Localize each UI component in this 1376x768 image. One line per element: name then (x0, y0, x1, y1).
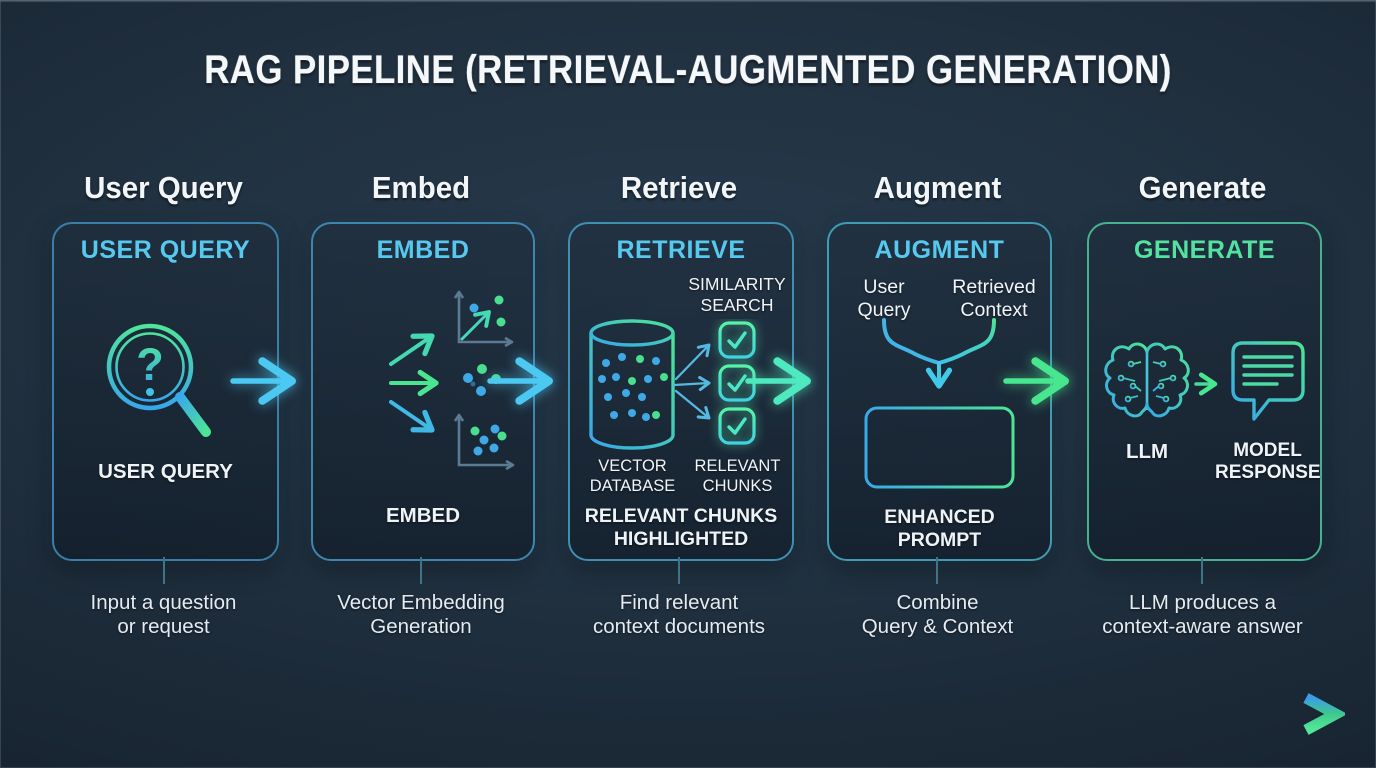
connector-generate (1201, 557, 1203, 584)
card-embed: EMBED (311, 222, 535, 561)
stage-heading-embed: Embed (371, 170, 471, 205)
description-retrieve: Find relevant context documents (592, 591, 766, 639)
stage-heading-retrieve: Retrieve (620, 170, 738, 205)
chevron-right-logo (1303, 693, 1345, 735)
card-title-generate: GENERATE (1133, 236, 1276, 264)
description-user-query: Input a question or request (90, 591, 237, 639)
vector-database-label: VECTOR DATABASE (589, 457, 676, 496)
card-user-query: USER QUERY ? USER QUERY (52, 222, 279, 561)
checked-chunks-glyph (718, 321, 756, 445)
arrow-user-query-to-embed (230, 357, 296, 405)
augment-retrieved-context-label: Retrieved Context (952, 276, 1036, 322)
speech-bubble-icon (1231, 341, 1305, 421)
connector-embed (420, 557, 422, 584)
brain-circuit-icon (1104, 342, 1190, 418)
connector-user-query (163, 557, 165, 584)
stage-heading-augment: Augment (873, 170, 1002, 205)
card-title-user-query: USER QUERY (80, 236, 251, 264)
description-generate: LLM produces a context-aware answer (1102, 591, 1303, 639)
scatter-plot-bottom (453, 413, 515, 471)
relevant-chunks-label: RELEVANT CHUNKS (694, 457, 781, 496)
enhanced-prompt-icon (864, 406, 1015, 489)
stage-heading-generate: Generate (1138, 170, 1267, 205)
text-to-vectors-icon (331, 290, 515, 471)
arrow-embed-to-retrieve (487, 357, 553, 405)
merge-arrows-icon (882, 318, 996, 389)
card-title-augment: AUGMENT (874, 236, 1005, 264)
augment-user-query-label: User Query (857, 276, 911, 322)
retrieve-icon-caption: RELEVANT CHUNKS HIGHLIGHTED (584, 505, 778, 550)
stage-heading-user-query: User Query (84, 170, 243, 205)
card-title-embed: EMBED (376, 236, 470, 264)
arrow-retrieve-to-augment (745, 357, 811, 405)
embed-icon-caption: EMBED (385, 504, 461, 527)
description-augment: Combine Query & Context (861, 591, 1014, 639)
model-response-label: MODEL RESPONSE (1215, 440, 1321, 484)
description-embed: Vector Embedding Generation (337, 591, 505, 639)
user-query-icon-caption: USER QUERY (98, 460, 233, 483)
arrow-augment-to-generate (1003, 357, 1069, 405)
augment-icon-caption: ENHANCED PROMPT (884, 506, 995, 551)
vector-database-icon (589, 319, 756, 450)
magnifier-question-icon: ? (106, 323, 211, 437)
diagram-title: RAG PIPELINE (RETRIEVAL-AUGMENTED GENERA… (204, 48, 1172, 92)
card-title-retrieve: RETRIEVE (616, 236, 746, 264)
svg-text:?: ? (136, 339, 164, 390)
card-generate: GENERATE LLM MODEL RESPONSE (1087, 222, 1322, 561)
connector-augment (936, 557, 938, 584)
text-lines-glyph (331, 352, 387, 416)
similarity-search-label: SIMILARITY SEARCH (688, 274, 786, 316)
llm-label: LLM (1125, 440, 1169, 463)
brain-to-response-arrow (1194, 372, 1218, 396)
card-retrieve: RETRIEVE SIMILARITY SEARCH (568, 222, 794, 561)
scatter-plot-top (453, 290, 514, 348)
connector-retrieve (678, 557, 680, 584)
database-cylinder-glyph (589, 319, 675, 450)
